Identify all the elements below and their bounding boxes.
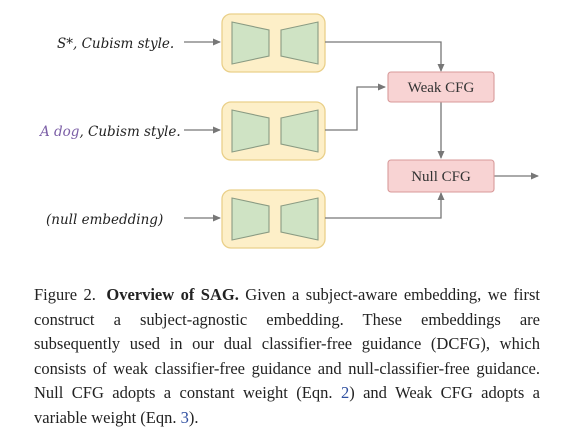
input-label-null: (null embedding) (46, 212, 163, 228)
equation-ref-2[interactable]: 2 (340, 383, 350, 403)
caption-body-2: ) and Weak CFG adopts a variable weight … (34, 383, 540, 427)
input-label-dog: A dog, Cubism style. (38, 124, 181, 140)
figure-number: Figure 2. (34, 285, 96, 304)
null-cfg-box: Null CFG (387, 159, 495, 193)
null-cfg-label: Null CFG (411, 169, 471, 185)
connector-unet3-to-null (325, 192, 445, 219)
unet-panel-2 (221, 101, 326, 161)
unet-panel-1 (221, 13, 326, 73)
weak-cfg-label: Weak CFG (408, 80, 475, 96)
caption-body-3: ). (188, 407, 199, 427)
equation-ref-3[interactable]: 3 (180, 407, 189, 427)
connector-unet1-to-weak (325, 41, 445, 72)
input-label-subject: S*, Cubism style. (57, 36, 174, 52)
sag-diagram: S*, Cubism style. A dog, Cubism style. (… (38, 13, 539, 249)
caption-title: Overview of SAG. (106, 285, 239, 304)
connector-unet2-to-weak (325, 83, 386, 131)
caption-body-1: Given a subject-aware embedding, we firs… (34, 285, 540, 403)
unet-panel-3 (221, 189, 326, 249)
figure-caption: Figure 2. Overview of SAG. Given a subje… (34, 283, 540, 431)
weak-cfg-box: Weak CFG (387, 71, 495, 103)
